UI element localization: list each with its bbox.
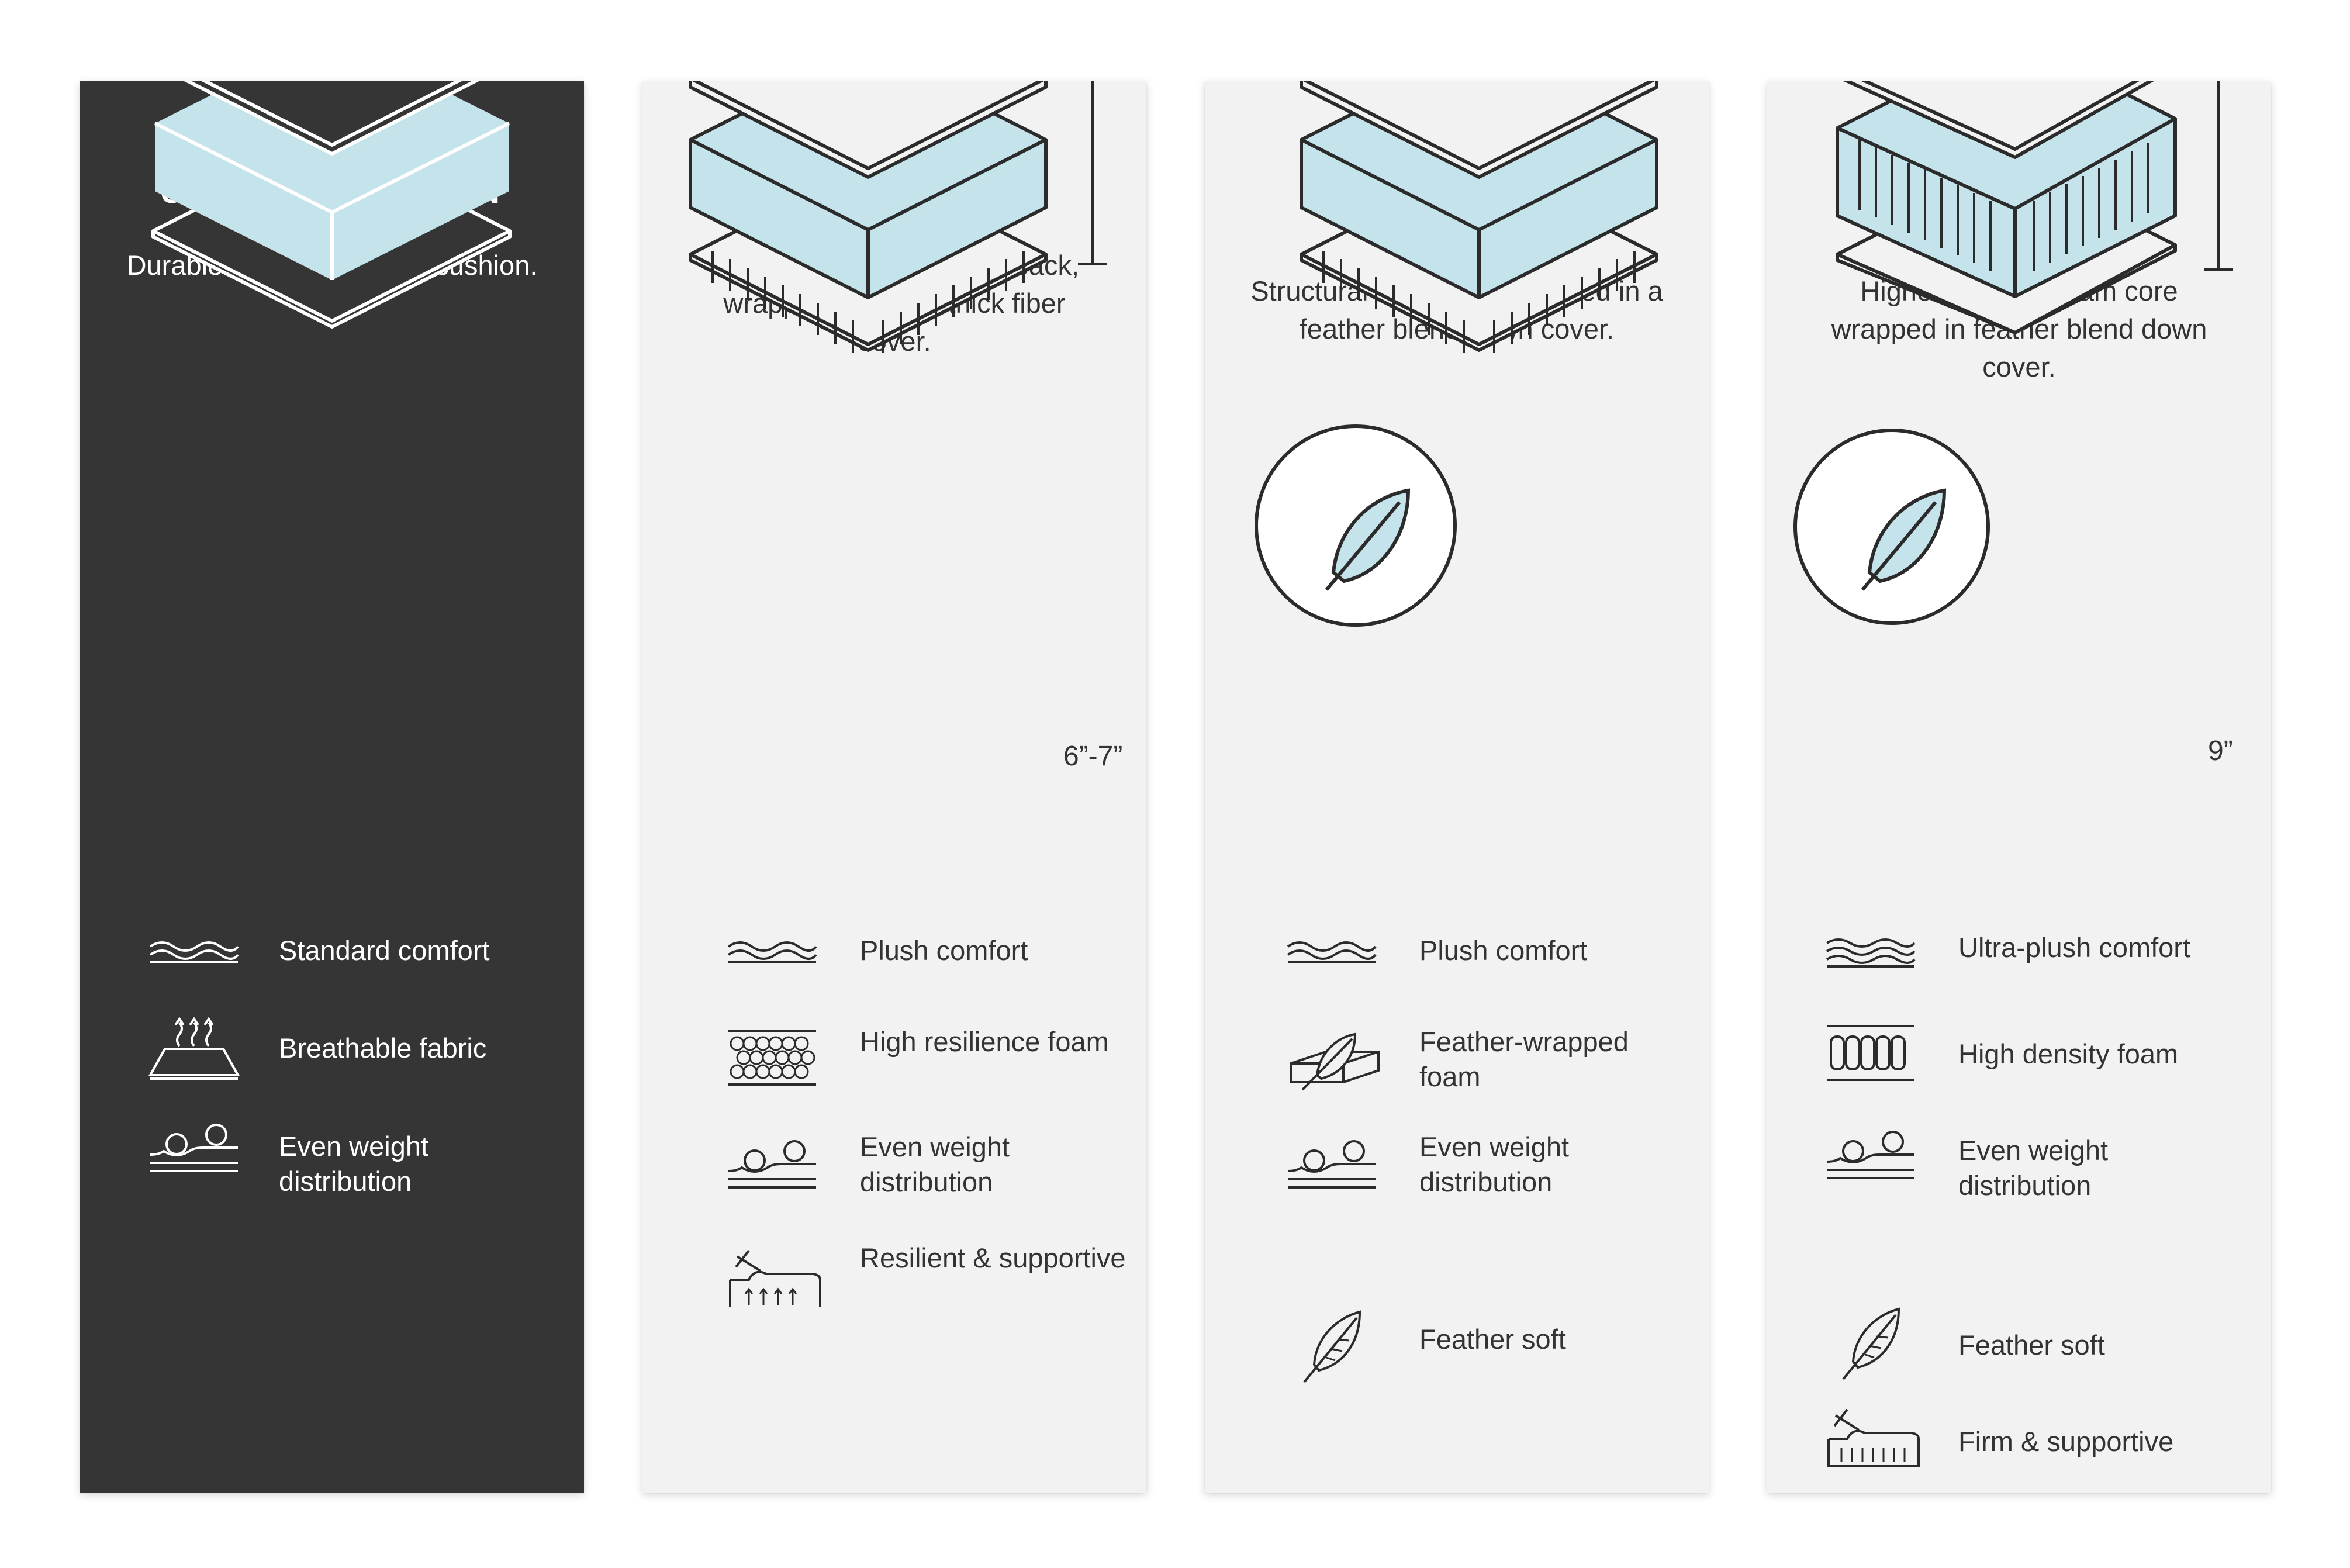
- firm-support-icon: [1824, 1404, 1923, 1468]
- plush-cushion-card: PLUSH CUSHION Foam core that bounces bac…: [642, 81, 1146, 1493]
- resilient-support-icon: [725, 1245, 825, 1309]
- feature-label: Breathable fabric: [279, 1032, 487, 1063]
- ultra-plush-cushion-illustration: [1793, 81, 2233, 625]
- wave-comfort-icon: [1285, 936, 1378, 965]
- plush-cushion-illustration: [689, 81, 1107, 353]
- feature-label: Standard comfort: [279, 935, 490, 966]
- feature-label: Plush comfort: [860, 935, 1028, 966]
- even-weight-icon: [1824, 1129, 1917, 1182]
- feature-label: Feather-wrapped foam: [1419, 1026, 1629, 1092]
- feather-icon: [1301, 1309, 1371, 1385]
- feature-label: Even weight distribution: [860, 1131, 1010, 1197]
- feather-blend-cushion-card: FEATHER BLEND CUSHION Structural foam co…: [1205, 81, 1709, 1493]
- classic-cushion-card: CLASSIC CUSHION Durable and comfortable …: [80, 81, 584, 1493]
- feature-label: Resilient & supportive: [860, 1242, 1126, 1273]
- even-weight-icon: [725, 1138, 819, 1191]
- feature-label: High density foam: [1958, 1038, 2179, 1069]
- feature-label: High resilience foam: [860, 1026, 1109, 1057]
- feather-blend-cushion-illustration: [1255, 81, 1658, 627]
- feature-label: Even weight distribution: [1958, 1135, 2109, 1201]
- thickness-label: 6”-7”: [1061, 740, 1125, 772]
- feature-label: Plush comfort: [1419, 935, 1588, 966]
- wave-comfort-icon: [147, 936, 241, 965]
- honeycomb-foam-icon: [725, 1028, 819, 1087]
- even-weight-icon: [1285, 1138, 1378, 1191]
- high-density-foam-icon: [1824, 1024, 1917, 1082]
- feature-label: Even weight distribution: [1419, 1131, 1570, 1197]
- breathable-fabric-icon: [147, 1017, 241, 1081]
- feature-label: Feather soft: [1958, 1329, 2105, 1360]
- thickness-label: 9”: [2206, 735, 2235, 767]
- feather-wrapped-foam-icon: [1285, 1028, 1384, 1093]
- feature-label: Feather soft: [1419, 1324, 1566, 1355]
- ultra-plush-cushion-card: ULTRA-PLUSH CUSHION Highest density foam…: [1767, 81, 2271, 1493]
- feature-label: Firm & supportive: [1958, 1426, 2174, 1457]
- feature-label: Ultra-plush comfort: [1958, 932, 2190, 963]
- wave-comfort-icon: [1824, 935, 1917, 970]
- feather-icon: [1840, 1306, 1910, 1382]
- classic-foam-lines: [154, 122, 510, 280]
- even-weight-icon: [147, 1122, 241, 1175]
- wave-comfort-icon: [725, 936, 819, 965]
- feature-label: Even weight distribution: [279, 1131, 429, 1197]
